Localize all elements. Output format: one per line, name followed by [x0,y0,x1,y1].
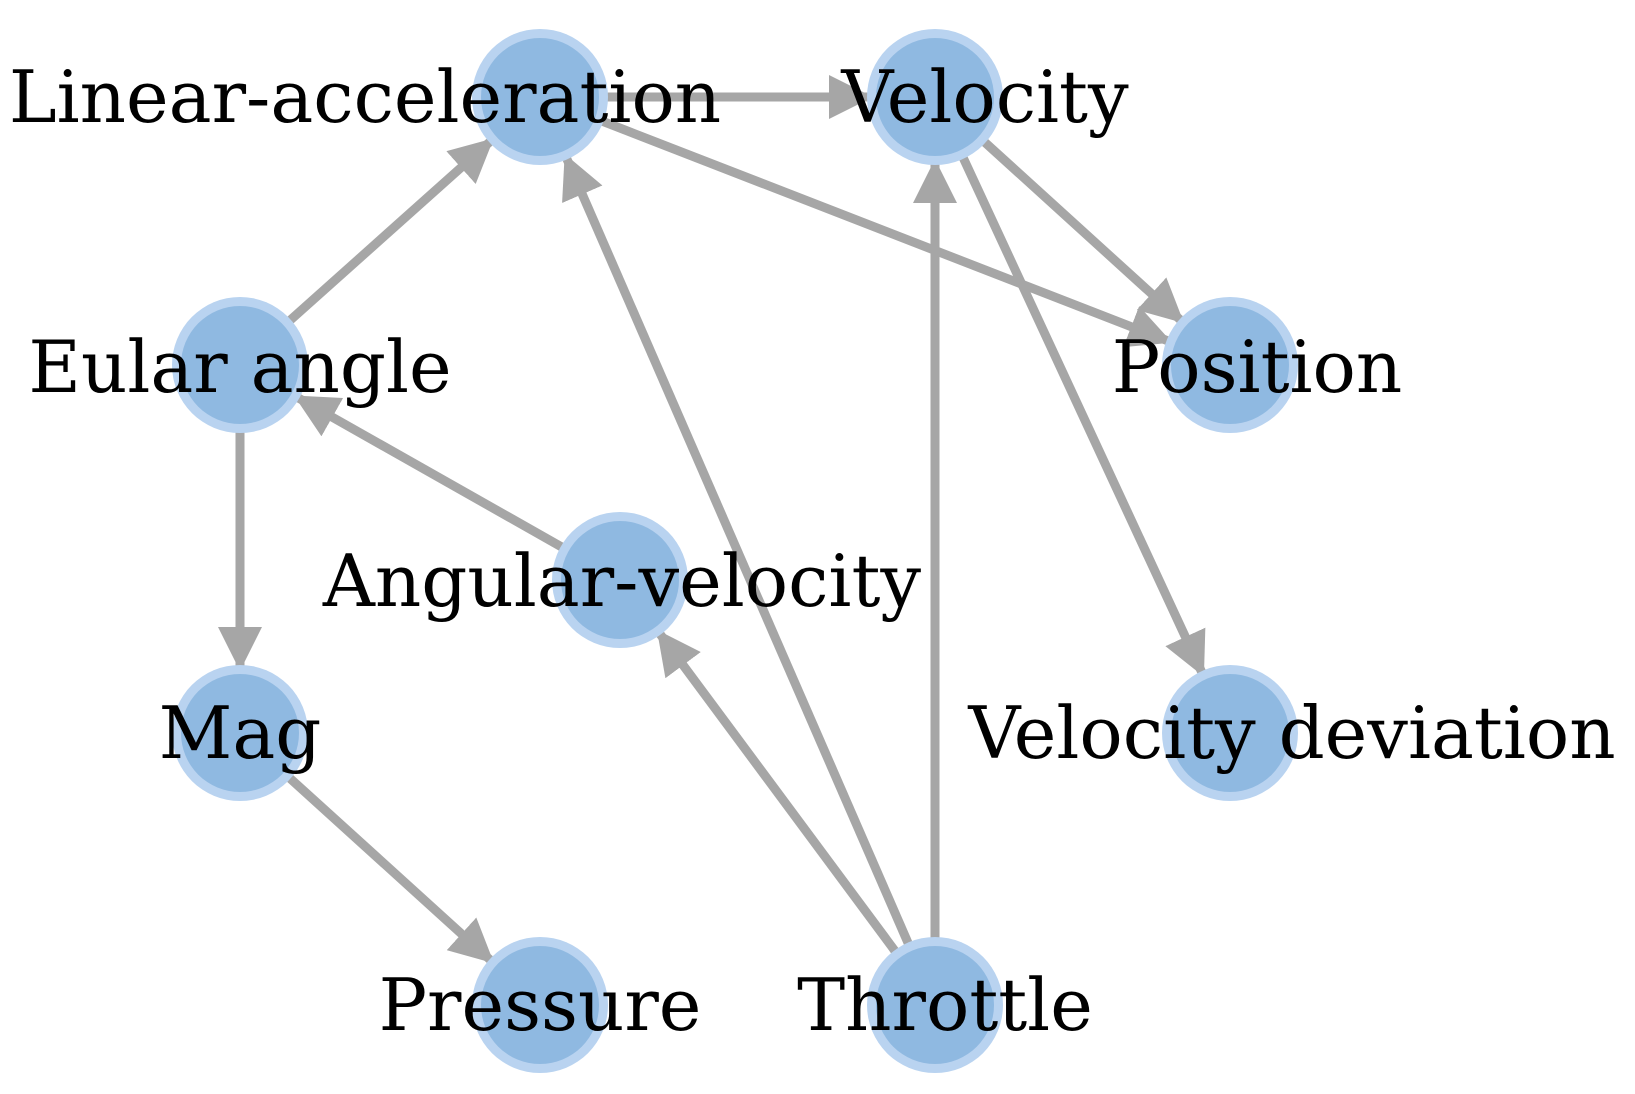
edge-throttle-to-linear [560,152,917,954]
node-velocity-circle [876,38,994,156]
node-throttle [867,937,1003,1073]
node-label-veldev: Velocity deviation [967,691,1615,775]
edge-mag-to-pressure [279,768,498,967]
node-position [1162,297,1298,433]
node-label-pressure: Pressure [379,963,702,1047]
node-velocity [867,29,1003,165]
nodes-layer [172,29,1298,1073]
node-mag-circle [181,674,299,792]
node-label-position: Position [1112,325,1403,409]
node-label-throttle: Throttle [797,963,1093,1047]
node-veldev-circle [1171,674,1289,792]
edge-linear-to-position [592,113,1174,348]
node-pressure [472,937,608,1073]
edges-layer [218,75,1208,967]
node-label-velocity: Velocity [840,55,1129,139]
edge-throttle-to-angular [653,627,905,962]
node-position-circle [1171,306,1289,424]
edge-eular-to-linear [280,134,497,330]
node-mag [172,665,308,801]
node-label-mag: Mag [159,691,322,775]
node-linear-circle [481,38,599,156]
edge-velocity-to-veldev [955,147,1208,679]
node-throttle-circle [876,946,994,1064]
node-label-angular: Angular-velocity [322,539,921,623]
node-label-linear: Linear-acceleration [9,55,721,139]
node-pressure-circle [481,946,599,1064]
node-linear [472,29,608,165]
node-eular-circle [181,306,299,424]
node-eular [172,297,308,433]
node-veldev [1162,665,1298,801]
edge-velocity-to-position [974,132,1188,327]
node-angular-circle [561,521,679,639]
node-angular [552,512,688,648]
edge-angular-to-eular [291,391,572,556]
node-label-eular: Eular angle [28,325,451,409]
